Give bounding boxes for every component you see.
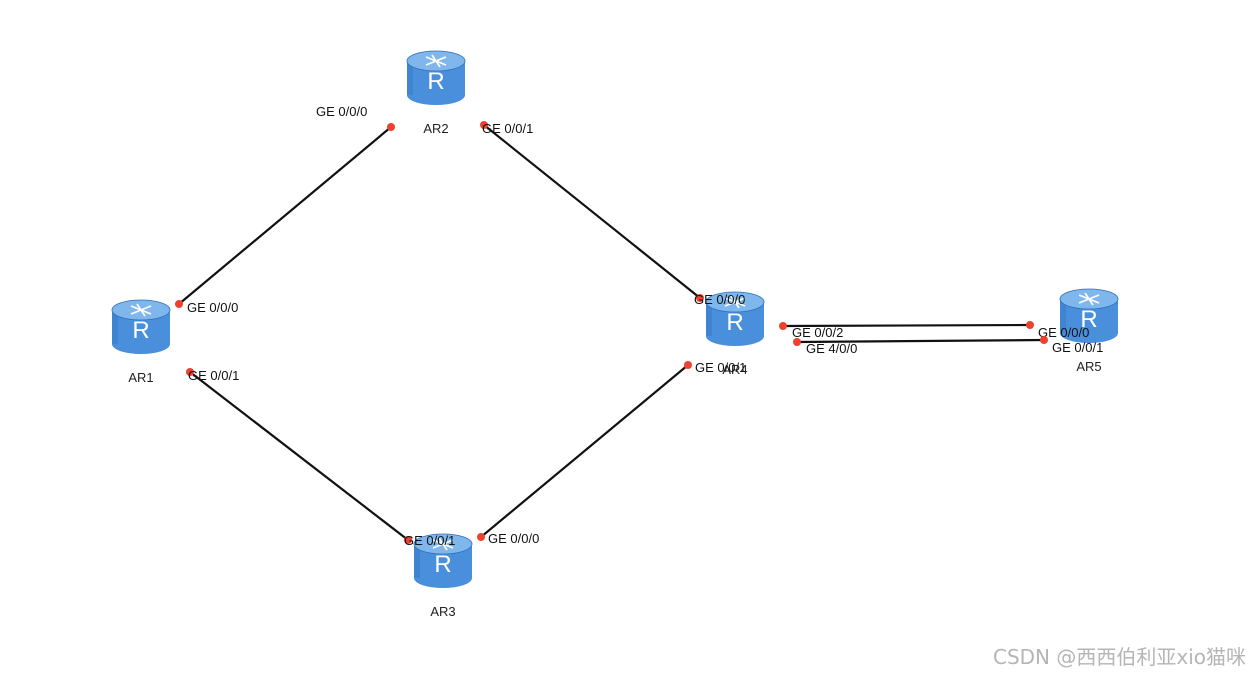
port-dot xyxy=(684,361,692,369)
router-ar4[interactable]: R AR4 xyxy=(705,291,765,377)
router-ar1[interactable]: R AR1 xyxy=(111,299,171,385)
router-label: AR1 xyxy=(128,370,153,385)
router-ar5[interactable]: R AR5 xyxy=(1059,288,1119,374)
router-letter: R xyxy=(726,309,743,336)
router-arrows-icon xyxy=(724,295,746,309)
router-arrows-icon xyxy=(1078,292,1100,306)
router-icon xyxy=(413,533,473,588)
port-dot xyxy=(480,121,488,129)
port-dot xyxy=(404,536,412,544)
port-label: GE 0/0/1 xyxy=(482,121,533,136)
router-letter: R xyxy=(132,317,149,344)
port-dot xyxy=(1026,321,1034,329)
router-icon xyxy=(705,291,765,346)
router-label: AR5 xyxy=(1076,359,1101,374)
link-ar4-ar5 xyxy=(782,323,1031,328)
port-dot xyxy=(779,322,787,330)
port-label: GE 0/0/1 xyxy=(404,533,455,548)
router-icon xyxy=(111,299,171,354)
router-icon xyxy=(406,50,466,105)
link-ar4-ar5 xyxy=(796,338,1045,344)
port-label: GE 4/0/0 xyxy=(806,341,857,356)
router-arrows-icon xyxy=(432,537,454,551)
port-dot xyxy=(696,294,704,302)
port-label: GE 0/0/0 xyxy=(316,104,367,119)
link-ar1-ar2 xyxy=(178,126,392,305)
links-layer xyxy=(178,124,1045,541)
port-label: GE 0/0/1 xyxy=(188,368,239,383)
link-ar1-ar3 xyxy=(189,371,409,541)
router-ar2[interactable]: R AR2 xyxy=(406,50,466,136)
link-ar2-ar4 xyxy=(483,124,701,299)
router-letter: R xyxy=(1080,306,1097,333)
watermark-text: CSDN @西西伯利亚xio猫咪 xyxy=(992,645,1246,669)
router-icon xyxy=(1059,288,1119,343)
router-arrows-icon xyxy=(425,54,447,68)
port-label: GE 0/0/0 xyxy=(1038,325,1089,340)
port-dot xyxy=(387,123,395,131)
link-ar3-ar4 xyxy=(480,364,689,538)
port-dot xyxy=(477,533,485,541)
port-dot xyxy=(793,338,801,346)
port-label: GE 0/0/1 xyxy=(695,360,746,375)
port-dot xyxy=(175,300,183,308)
router-arrows-icon xyxy=(130,303,152,317)
port-dot xyxy=(1040,336,1048,344)
port-label: GE 0/0/2 xyxy=(792,325,843,340)
router-letter: R xyxy=(427,68,444,95)
port-label: GE 0/0/0 xyxy=(694,292,745,307)
router-label: AR3 xyxy=(430,604,455,619)
ports-layer: GE 0/0/0GE 0/0/0GE 0/0/1GE 0/0/0GE 0/0/1… xyxy=(175,104,1103,548)
router-ar3[interactable]: R AR3 xyxy=(413,533,473,619)
router-label: AR4 xyxy=(722,362,747,377)
port-label: GE 0/0/0 xyxy=(488,531,539,546)
port-label: GE 0/0/1 xyxy=(1052,340,1103,355)
port-label: GE 0/0/0 xyxy=(187,300,238,315)
router-letter: R xyxy=(434,551,451,578)
router-label: AR2 xyxy=(423,121,448,136)
port-dot xyxy=(186,368,194,376)
